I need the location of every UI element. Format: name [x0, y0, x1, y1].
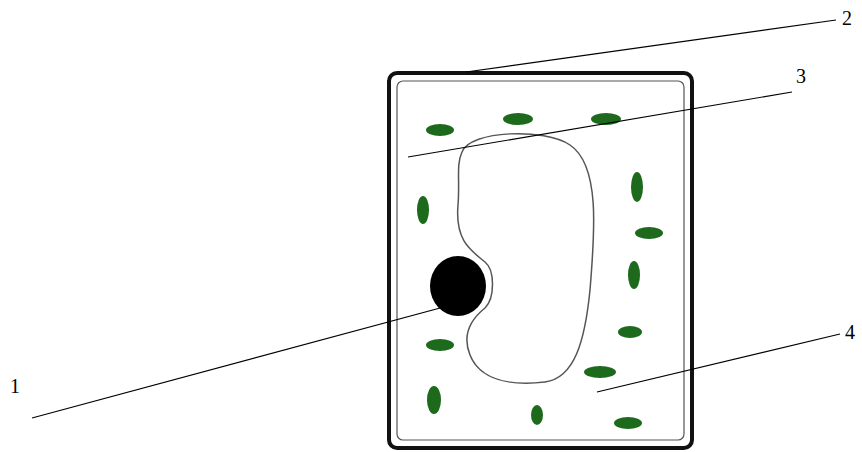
leader-lines	[32, 20, 840, 418]
callout-number: 4	[845, 322, 855, 342]
chloroplasts	[417, 113, 663, 429]
callout-number: 3	[796, 66, 806, 86]
callout-number: 1	[10, 376, 20, 396]
vacuole	[458, 134, 594, 383]
callout-number: 2	[842, 8, 852, 28]
nucleus	[430, 256, 486, 316]
cell-wall	[389, 73, 692, 448]
